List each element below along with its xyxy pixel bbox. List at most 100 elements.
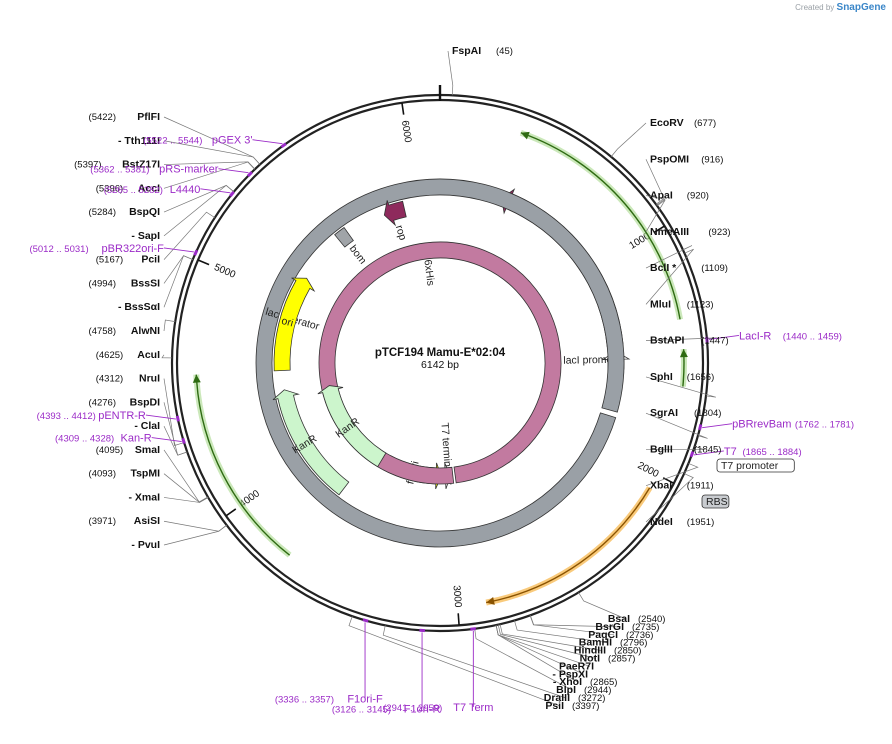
snapgene-credit: Created by SnapGene xyxy=(795,2,886,13)
primer-label-pos: (1440 .. 1459) xyxy=(783,331,842,342)
primer-leader xyxy=(693,450,724,456)
leader-line xyxy=(645,473,694,523)
leader-line xyxy=(163,184,235,237)
primer-leader xyxy=(708,334,740,340)
tick-label: 6000 xyxy=(399,120,413,144)
enzyme-label: - SapI xyxy=(131,230,160,242)
leader-line xyxy=(529,615,615,636)
primer-label: T7 Term xyxy=(453,702,493,714)
primer-mark xyxy=(698,424,703,431)
enzyme-label: - XmaI xyxy=(128,491,160,503)
leader-line xyxy=(163,524,227,546)
primer-leader xyxy=(200,188,231,194)
tick-mark xyxy=(225,508,237,517)
feature-rop xyxy=(383,200,407,227)
enzyme-label-pos: (3971) xyxy=(89,516,116,527)
primer-label: pBR322ori-F xyxy=(102,243,165,255)
credit-prefix: Created by xyxy=(795,3,835,12)
orf-arrowhead xyxy=(192,374,201,383)
enzyme-label: BglII xyxy=(650,443,673,455)
primer-label-pos: (1762 .. 1781) xyxy=(795,420,854,431)
site-labels: T7 promoterRBSFspAI(45)EcoRV(677)PspOMI(… xyxy=(29,45,854,715)
primer-mark xyxy=(181,437,186,445)
tick-label: 3000 xyxy=(451,585,464,608)
enzyme-label: PflFI xyxy=(137,111,160,123)
enzyme-label: BsaI xyxy=(608,613,630,625)
enzyme-label-pos: (2857) xyxy=(608,654,635,665)
enzyme-label: BssSI xyxy=(131,277,160,289)
primer-mark xyxy=(280,142,287,149)
enzyme-label-pos: (3397) xyxy=(572,701,599,712)
enzyme-label-pos: (1123) xyxy=(687,299,714,310)
leader-line xyxy=(514,620,609,644)
enzyme-label-pos: (1951) xyxy=(687,517,714,528)
enzyme-label: BlpI xyxy=(556,684,576,696)
enzyme-label: ApaI xyxy=(650,190,673,202)
label-leaders xyxy=(145,50,740,709)
tick-mark xyxy=(457,613,460,626)
snapgene-logo: SnapGene xyxy=(836,2,886,13)
primer-label-pos: (1865 .. 1884) xyxy=(742,447,801,458)
enzyme-label: NotI xyxy=(580,653,600,665)
enzyme-label-pos: (1804) xyxy=(694,408,721,419)
feature-lac-operator xyxy=(255,178,625,548)
enzyme-label-pos: (677) xyxy=(694,118,716,129)
enzyme-label: BclI * xyxy=(650,262,677,274)
enzyme-label: DraIII xyxy=(544,692,570,704)
enzyme-label: NmeAIII xyxy=(650,226,689,238)
misc-label: T7 promoter xyxy=(721,460,779,472)
enzyme-label: - BssSαI xyxy=(118,301,160,313)
leader-line xyxy=(163,520,227,532)
leader-line xyxy=(163,161,256,189)
primer-label: L4440 xyxy=(170,184,201,196)
enzyme-label: BspDI xyxy=(130,396,160,408)
primer-leader xyxy=(218,168,249,174)
leader-line xyxy=(645,463,699,487)
enzyme-label: - PspXI xyxy=(552,668,588,680)
primer-label-pos: (3336 .. 3357) xyxy=(275,694,334,705)
enzyme-label-pos: (923) xyxy=(708,227,730,238)
enzyme-label: AccI xyxy=(138,182,160,194)
enzyme-label-pos: (4312) xyxy=(96,374,123,385)
leader-line xyxy=(645,195,666,206)
leader-line xyxy=(163,211,216,260)
enzyme-label: NdeI xyxy=(650,516,673,528)
enzyme-label: - ClaI xyxy=(134,420,160,432)
tick-mark xyxy=(197,259,210,266)
enzyme-label: BstZ17I xyxy=(122,159,160,171)
misc-box xyxy=(701,494,730,509)
primer-leader xyxy=(163,247,194,253)
leader-line xyxy=(161,354,173,359)
leader-line xyxy=(499,624,603,651)
primer-label-pos: (5362 .. 5381) xyxy=(90,165,149,176)
enzyme-label-pos: (2540) xyxy=(638,614,665,625)
leader-line xyxy=(645,412,708,439)
enzyme-label: PspOMI xyxy=(650,153,689,165)
enzyme-label: SmaI xyxy=(135,444,160,456)
orf-arrowhead xyxy=(679,349,688,358)
enzyme-label: PaeR7I xyxy=(559,660,594,672)
primer-label-pos: (3126 .. 3145) xyxy=(332,704,391,715)
primer-label: pGEX 3' xyxy=(212,135,253,147)
orf-arc xyxy=(485,486,653,606)
leader-line xyxy=(645,245,693,269)
feature-kanr xyxy=(272,389,350,496)
leader-line xyxy=(163,255,193,308)
enzyme-label-pos: (1911) xyxy=(687,481,714,492)
enzyme-label-pos: (2735) xyxy=(632,622,659,633)
leader-line xyxy=(610,122,647,157)
enzyme-label: MluI xyxy=(650,298,671,310)
primer-leader xyxy=(145,414,176,420)
enzyme-label: NruI xyxy=(139,373,160,385)
primer-label-pos: (5522 .. 5544) xyxy=(143,136,202,147)
enzyme-label: SphI xyxy=(650,371,673,383)
enzyme-label: AlwNI xyxy=(131,325,160,337)
primer-label: T7 xyxy=(724,446,737,458)
leader-line xyxy=(447,50,454,96)
enzyme-label-pos: (3272) xyxy=(578,693,605,704)
primer-label: pRS-marker xyxy=(159,164,219,176)
orf-line xyxy=(195,374,291,556)
enzyme-label-pos: (1109) xyxy=(701,263,728,274)
